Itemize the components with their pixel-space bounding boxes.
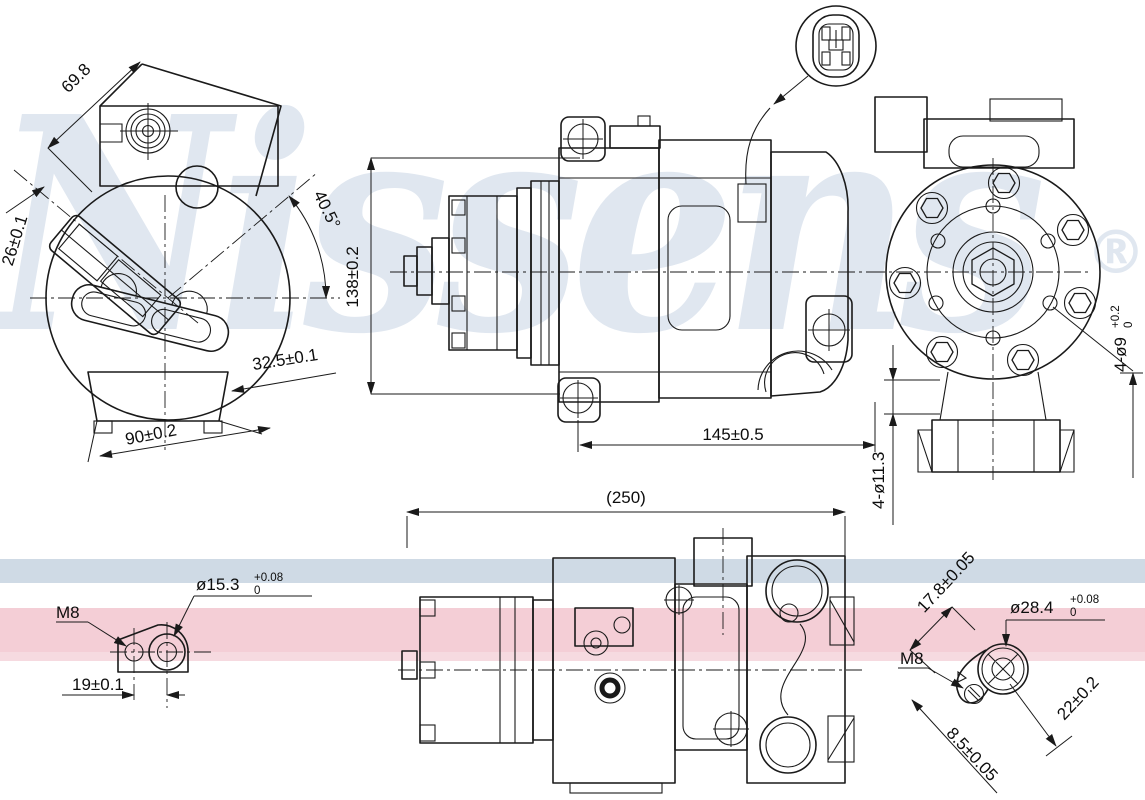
dim-lug-width: 26±0.1 [0,213,31,268]
dim-m8-right: M8 [900,649,924,668]
bracket-front-view: 69.8 26±0.1 40.5° 32.5±0.1 90±0.2 [0,60,345,463]
dim-bolt-holes-tol-lo: 0 [1123,322,1135,328]
mounting-ear-detail: M8 ø28.4 +0.08 0 17.8±0.05 22±0.2 8.5±0.… [898,548,1105,794]
dim-ear-height: 17.8±0.05 [913,548,978,616]
dim-ear-length: 22±0.2 [1053,673,1102,724]
dim-diag-width: 69.8 [58,60,95,97]
registered-trademark-icon: ® [1086,218,1145,288]
dim-m8-left: M8 [56,603,80,622]
dim-bolt-holes: 4-ø9 [1111,337,1130,372]
dim-pitch-19: 19±0.1 [72,675,124,694]
dim-bolt-holes-tol-up: +0.2 [1110,305,1122,328]
dim-boss: ø28.4 [1010,598,1053,617]
side-view-top: 138±0.2 145±0.5 [343,5,877,452]
dim-boss-tol-up: +0.08 [1070,594,1099,606]
dim-offset: 32.5±0.1 [251,345,319,374]
mounting-lug-detail: M8 ø15.3 +0.08 0 19±0.1 [56,572,312,708]
dim-overall-length: (250) [606,488,646,507]
decor-band-pink [0,608,1145,652]
side-view-bottom: (250) [398,488,862,794]
brand-watermark: Nissens [0,52,1046,399]
dim-angle: 40.5° [310,187,345,231]
dim-sleeve-holes: 4-ø11.3 [869,452,888,509]
decor-band-blue [0,559,1145,583]
dim-ear-offset: 8.5±0.05 [943,724,1002,785]
decor-band-pink-light [0,652,1145,661]
dim-height-138: 138±0.2 [343,246,362,307]
dim-boss-tol-lo: 0 [1070,607,1076,619]
rear-view: 4-ø9 +0.2 0 4-ø11.3 [868,96,1143,525]
dim-bore: ø15.3 [196,575,239,594]
dim-length-145: 145±0.5 [702,425,763,444]
dim-bore-tol-up: +0.08 [254,572,283,584]
connector-detail-balloon [773,5,877,105]
dim-bore-tol-lo: 0 [254,585,260,597]
